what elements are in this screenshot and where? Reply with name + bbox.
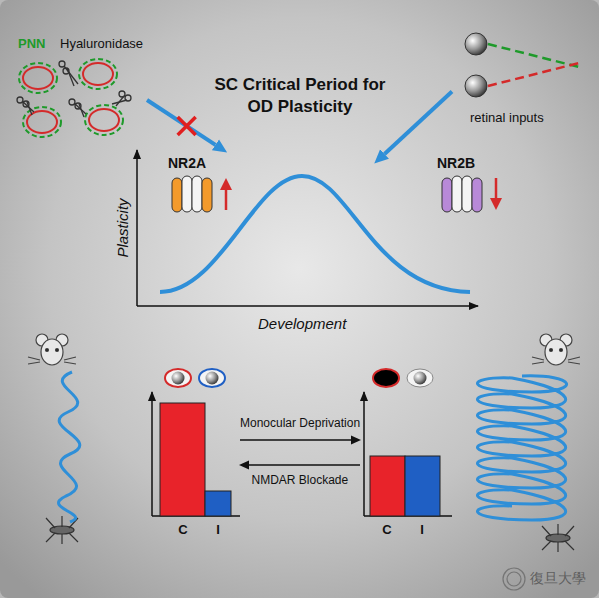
node-text: I xyxy=(420,522,424,538)
bar-chart: CI xyxy=(360,360,455,545)
nr2a-receptor xyxy=(172,176,212,212)
neuron-arbor xyxy=(477,376,566,520)
receptor: NR2B xyxy=(375,152,515,224)
plasticity-curve xyxy=(160,176,470,292)
mouse xyxy=(28,334,76,365)
pnn-cells xyxy=(19,59,123,137)
node-text: NR2A xyxy=(168,155,206,172)
neuron-arbor xyxy=(59,372,80,522)
eye-input: retinal inputs xyxy=(452,22,592,134)
edge-label: NMDAR Blockade xyxy=(252,473,349,487)
node-text: Hyaluronidase xyxy=(60,36,143,52)
axis-label: Development xyxy=(258,315,346,333)
pnn-cluster: PNN Hyaluronidase xyxy=(12,34,147,144)
down-arrow xyxy=(490,178,502,210)
bar-chart-axes xyxy=(152,392,452,516)
watermark-logo xyxy=(503,568,525,590)
nr2b-receptor xyxy=(442,176,482,212)
node-text: retinal inputs xyxy=(470,110,544,126)
retina-eyes xyxy=(465,33,583,97)
node-text: PNN xyxy=(18,36,45,52)
connector-arrow xyxy=(385,91,452,154)
node-text: I xyxy=(216,522,220,538)
connector-arrow xyxy=(147,100,215,145)
axis-label: Plasticity xyxy=(113,198,131,257)
watermark: 復旦大學 xyxy=(530,571,586,588)
block-cross xyxy=(178,117,196,135)
up-arrow xyxy=(220,178,232,210)
node-text: NR2B xyxy=(437,155,475,172)
bar-chart: CI xyxy=(145,360,240,545)
title: SC Critical Period for OD Plasticity xyxy=(205,74,395,118)
node-text: C xyxy=(382,522,391,538)
edge-label: Monocular Deprivation xyxy=(240,416,360,430)
fly xyxy=(542,524,574,552)
connector-arrow xyxy=(240,439,351,441)
mouse xyxy=(532,334,580,365)
scissors xyxy=(17,61,131,117)
connector-arrow xyxy=(249,464,360,466)
eye-icons xyxy=(165,369,433,387)
plot-axes xyxy=(137,150,478,306)
block-cross xyxy=(178,117,196,135)
node-text: C xyxy=(178,522,187,538)
bars xyxy=(160,403,440,516)
receptor: NR2A xyxy=(160,152,238,224)
